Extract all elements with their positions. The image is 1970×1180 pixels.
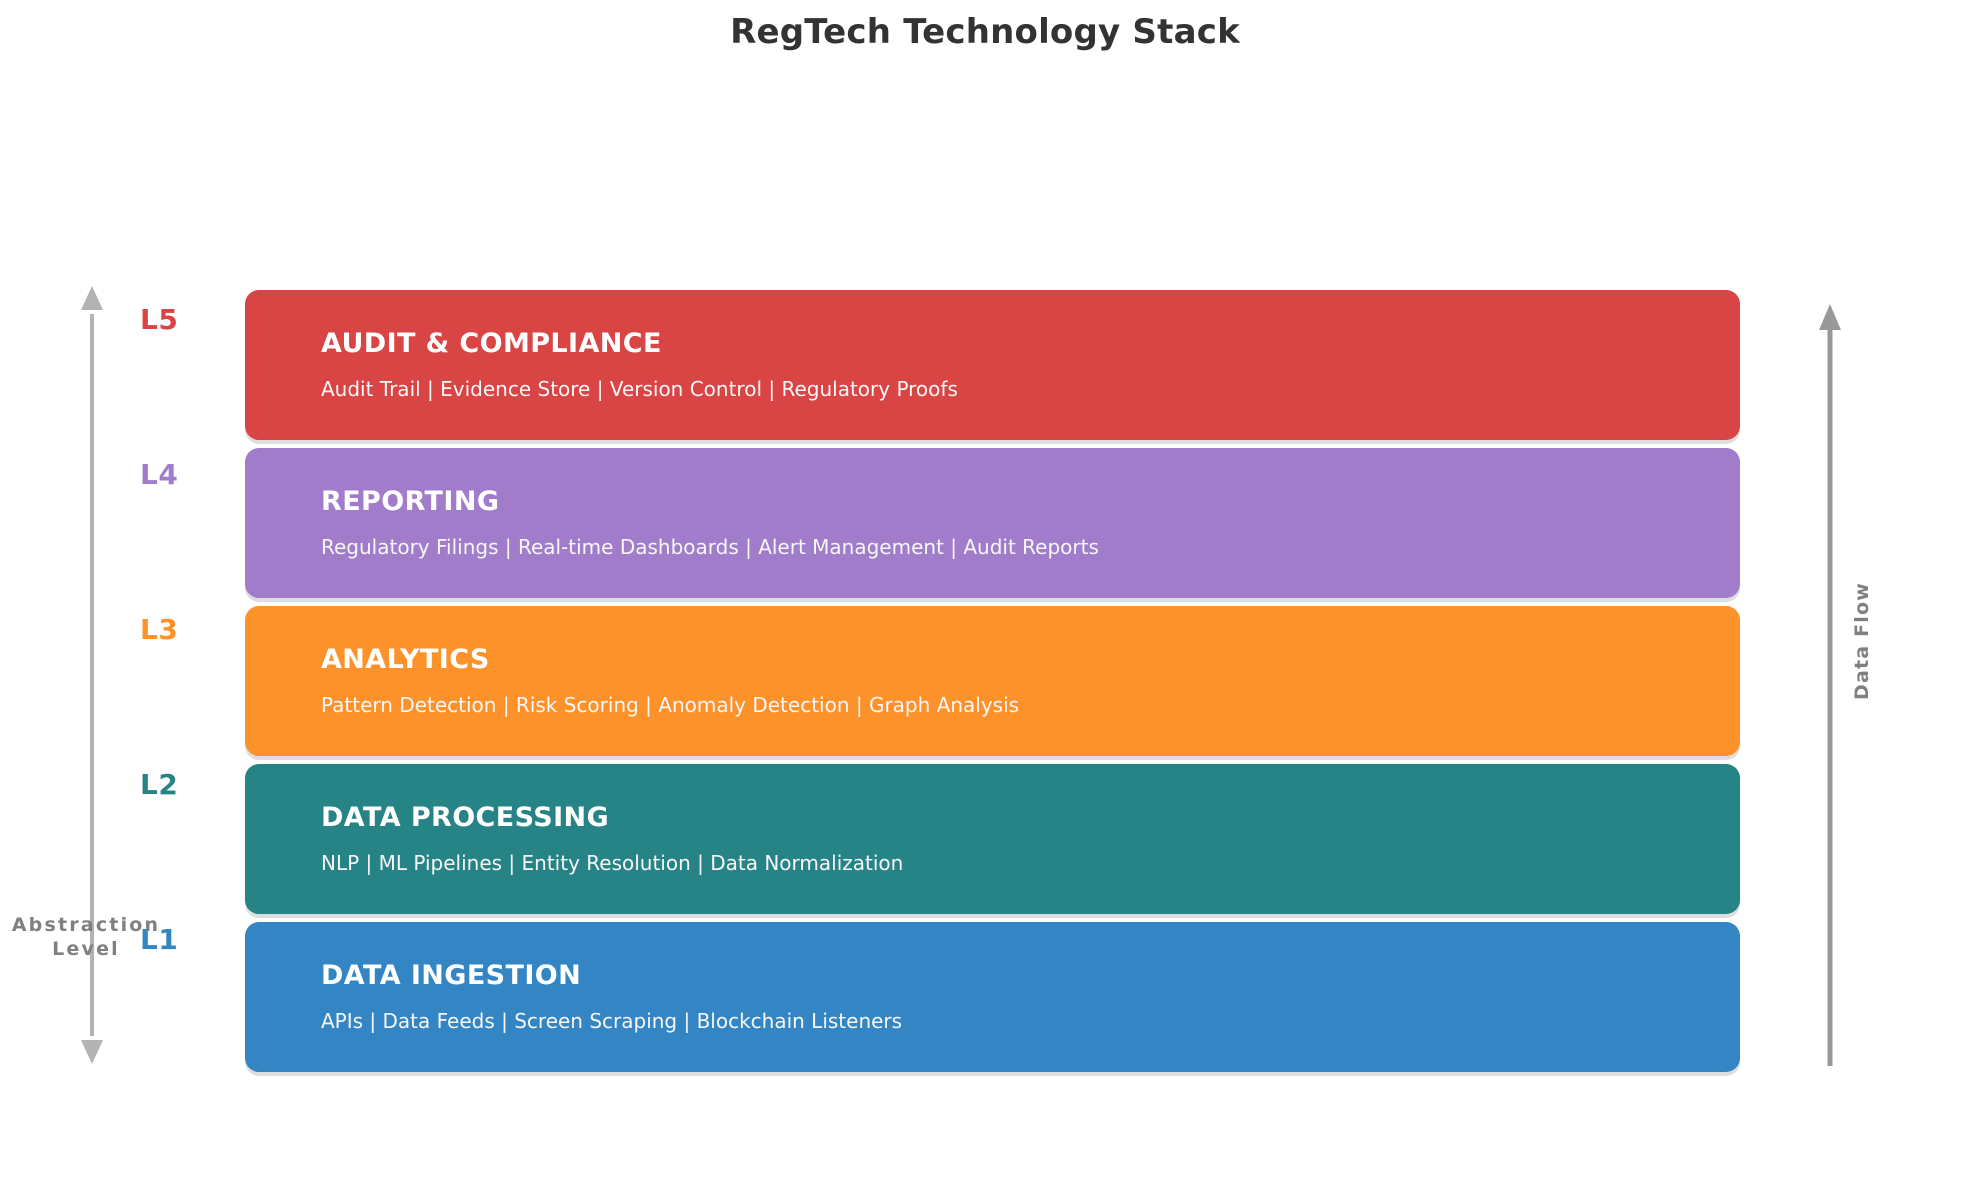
data-flow-label: Data Flow: [1851, 582, 1873, 701]
layer-band-l5[interactable]: AUDIT & COMPLIANCE Audit Trail | Evidenc…: [245, 290, 1740, 440]
level-tag-l1: L1: [140, 923, 179, 956]
level-tag-l4: L4: [140, 458, 179, 491]
layer-band-l4[interactable]: REPORTING Regulatory Filings | Real-time…: [245, 448, 1740, 598]
abstraction-level-label-line2: Level: [52, 937, 120, 960]
level-tag-l5: L5: [140, 303, 179, 336]
layer-title-l4: REPORTING: [321, 486, 500, 518]
data-flow-axis: Data Flow: [1740, 300, 1970, 1070]
data-flow-arrow-icon: [1819, 304, 1841, 1066]
layer-components-l2: NLP | ML Pipelines | Entity Resolution |…: [321, 850, 904, 875]
abstraction-level-label-line1: Abstraction: [11, 914, 161, 936]
abstraction-level-axis: Abstraction Level L5 L4 L3 L2 L1: [0, 280, 245, 1070]
layer-title-l5: AUDIT & COMPLIANCE: [321, 328, 662, 360]
page-title: RegTech Technology Stack: [730, 12, 1240, 52]
layer-band-l2[interactable]: DATA PROCESSING NLP | ML Pipelines | Ent…: [245, 764, 1740, 914]
technology-stack-bands: AUDIT & COMPLIANCE Audit Trail | Evidenc…: [245, 290, 1740, 1072]
layer-title-l3: ANALYTICS: [321, 644, 490, 676]
layer-band-l1[interactable]: DATA INGESTION APIs | Data Feeds | Scree…: [245, 922, 1740, 1072]
level-tag-l2: L2: [140, 768, 179, 801]
abstraction-level-arrow-icon: [81, 286, 103, 1064]
layer-components-l3: Pattern Detection | Risk Scoring | Anoma…: [321, 692, 1020, 717]
layer-title-l1: DATA INGESTION: [321, 960, 582, 992]
layer-title-l2: DATA PROCESSING: [321, 802, 610, 834]
level-tag-l3: L3: [140, 613, 179, 646]
layer-components-l1: APIs | Data Feeds | Screen Scraping | Bl…: [321, 1008, 903, 1033]
layer-band-l3[interactable]: ANALYTICS Pattern Detection | Risk Scori…: [245, 606, 1740, 756]
abstraction-level-label: Abstraction Level: [6, 914, 166, 962]
layer-components-l5: Audit Trail | Evidence Store | Version C…: [321, 376, 958, 401]
layer-components-l4: Regulatory Filings | Real-time Dashboard…: [321, 534, 1099, 559]
